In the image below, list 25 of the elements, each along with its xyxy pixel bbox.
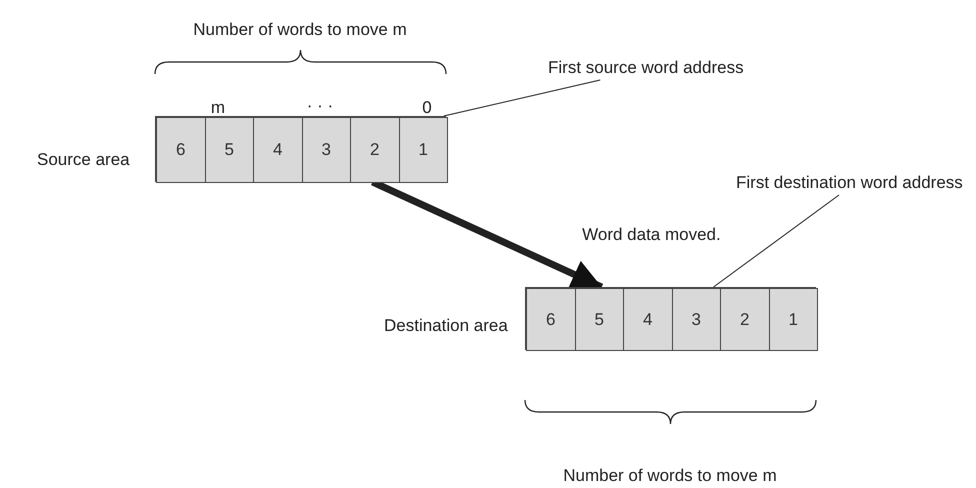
word-cell: 1 — [768, 288, 818, 351]
leader-line — [443, 80, 601, 116]
brace-label: Number of words to move m — [193, 20, 407, 40]
bit-index: 0 — [422, 98, 432, 118]
word-cell: 4 — [623, 288, 672, 351]
address-label: First source word address — [548, 58, 748, 80]
word-cell: 6 — [156, 117, 206, 183]
word-cell: 3 — [302, 117, 351, 183]
memory-array — [155, 116, 446, 182]
word-cell: 2 — [350, 117, 400, 183]
bit-index: m — [210, 98, 226, 118]
word-cell: 2 — [720, 288, 770, 351]
area-label: Source area — [37, 150, 130, 170]
word-cell: 3 — [672, 288, 721, 351]
word-cell: 1 — [398, 117, 448, 183]
brace-label: Number of words to move m — [563, 466, 777, 486]
leader-line — [713, 194, 840, 288]
area-label: Destination area — [384, 316, 508, 336]
word-cell: 5 — [204, 117, 254, 183]
address-label: First destination word address — [736, 173, 972, 195]
word-cell: 5 — [574, 288, 624, 351]
ellipsis: · · · — [306, 96, 334, 116]
word-cell: 6 — [526, 288, 576, 351]
word-cell: 4 — [253, 117, 302, 183]
memory-array — [525, 287, 816, 350]
